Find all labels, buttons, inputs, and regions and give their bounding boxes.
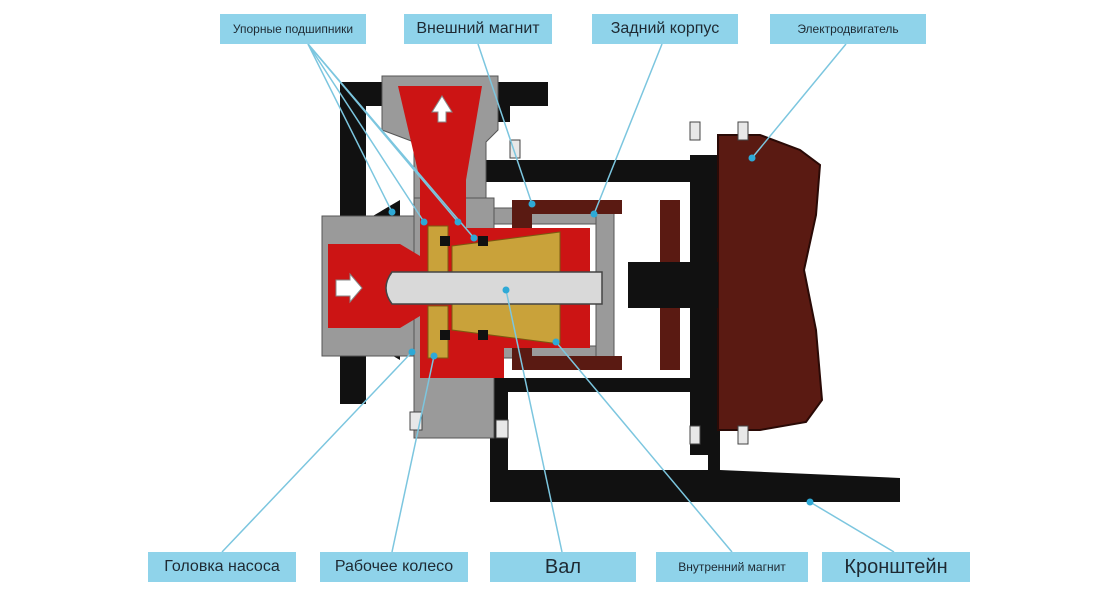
label-outer-magnet: Внешний магнит: [404, 14, 552, 44]
label-thrust-bearings: Упорные подшипники: [220, 14, 366, 44]
label-bracket: Кронштейн: [822, 552, 970, 582]
label-inner-magnet: Внутренний магнит: [656, 552, 808, 582]
impeller: [427, 225, 449, 359]
leader-lines: [221, 43, 895, 553]
motor-body: [628, 134, 824, 431]
inner-magnet: [451, 231, 561, 345]
label-rear-casing: Задний корпус: [592, 14, 738, 44]
label-motor: Электродвигатель: [770, 14, 926, 44]
bearings: [440, 236, 488, 340]
label-pump-head: Головка насоса: [148, 552, 296, 582]
outlet-arrow-icon: [431, 95, 453, 123]
label-shaft: Вал: [490, 552, 636, 582]
bolts: [409, 121, 749, 445]
flow-arrows: [335, 95, 453, 304]
leader-dots: [388, 154, 814, 506]
label-impeller: Рабочее колесо: [320, 552, 468, 582]
inlet-arrow-icon: [335, 272, 363, 304]
shaft: [385, 271, 603, 305]
